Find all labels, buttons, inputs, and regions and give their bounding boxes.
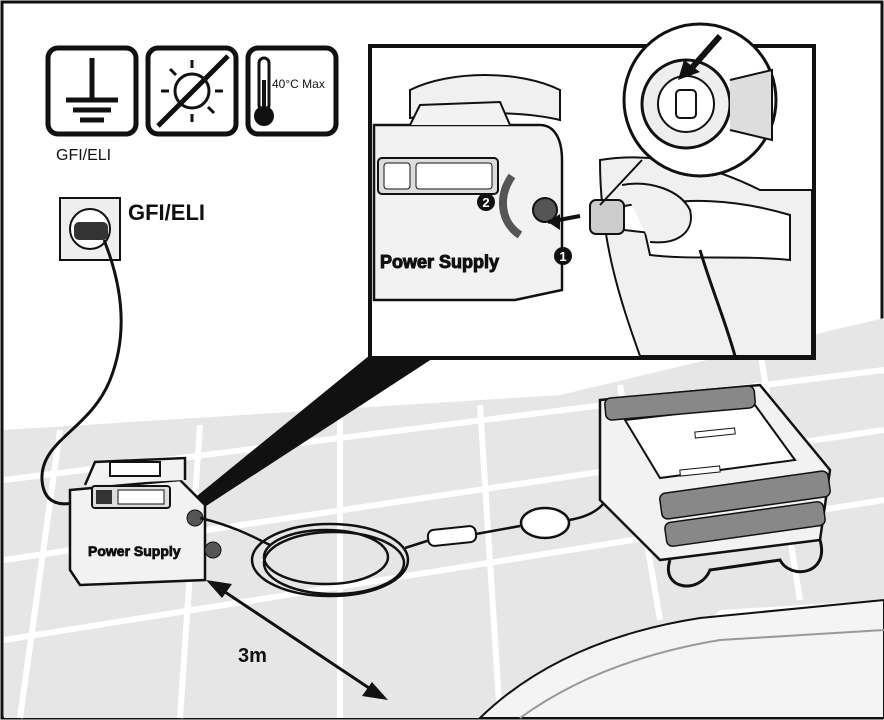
distance-arrow	[206, 580, 388, 700]
distance-label: 3m	[238, 645, 267, 667]
temperature-label: 40°C Max	[272, 77, 325, 91]
power-supply-label: Power Supply	[88, 543, 181, 559]
ground-caption: GFI/ELI	[56, 147, 111, 164]
zoom-connector	[192, 355, 438, 510]
step-1-marker: 1	[559, 249, 566, 264]
cable-swivel	[426, 479, 616, 547]
inset-detail: 2 1	[368, 22, 816, 360]
ground-icon	[45, 45, 139, 137]
step-2-marker: 2	[482, 195, 489, 210]
inset-power-supply-label: Power Supply	[380, 252, 499, 272]
wall-outlet	[59, 197, 121, 261]
no-sun-icon	[145, 45, 239, 137]
pool-robot	[598, 383, 832, 588]
outlet-cable	[40, 239, 123, 506]
thermometer-icon	[245, 45, 339, 137]
coiled-cable	[199, 516, 431, 598]
power-supply-unit	[68, 456, 222, 587]
outlet-label: GFI/ELI	[128, 200, 205, 225]
